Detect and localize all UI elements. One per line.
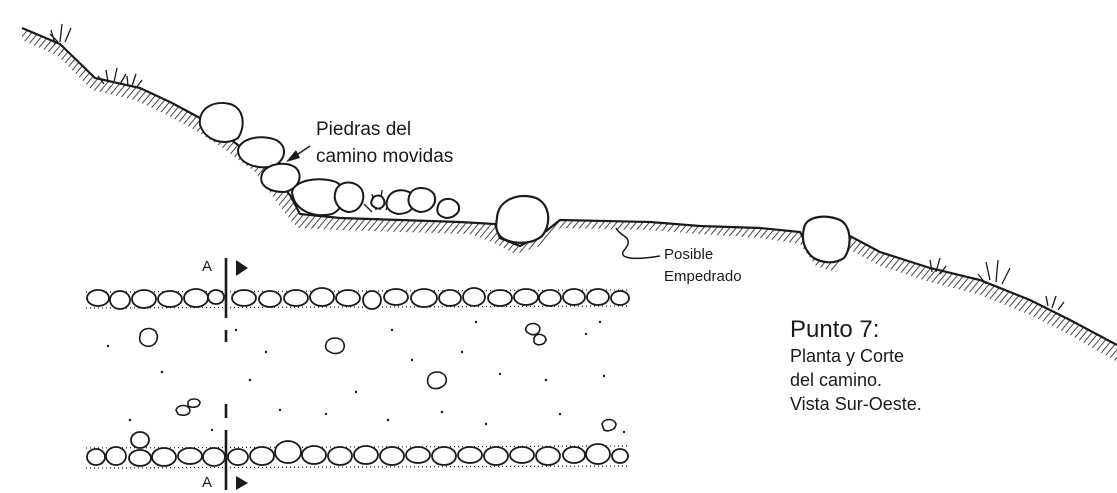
- road-plan-view: [85, 258, 630, 490]
- large-stone: [801, 215, 851, 264]
- stone: [260, 162, 301, 194]
- stones-label-line1: Piedras del: [316, 119, 412, 140]
- stones-label-line2: camino movidas: [316, 146, 454, 167]
- punto-caption: Punto 7: Planta y Corte del camino. Vist…: [790, 316, 922, 416]
- pavement-label-line2: Empedrado: [664, 268, 742, 285]
- large-stone: [495, 194, 550, 244]
- pavement-leader-line: [615, 227, 661, 260]
- top-stone-row: [86, 287, 630, 310]
- road-surface-dots: [106, 320, 626, 434]
- section-label-bottom: A: [202, 474, 213, 491]
- stone: [236, 136, 285, 169]
- ground-hatching: [22, 28, 1117, 362]
- pavement-label: Posible Empedrado: [664, 244, 742, 288]
- road-surface-stones: [138, 322, 617, 432]
- embedded-stones: [495, 194, 851, 264]
- stone: [198, 102, 244, 143]
- pavement-label-line1: Posible: [664, 246, 714, 263]
- stone: [436, 198, 460, 220]
- grass-tufts: [49, 23, 1065, 311]
- punto-line1: Planta y Corte: [790, 346, 905, 366]
- section-arrow-bottom: [236, 476, 248, 490]
- terrain-profile: [21, 26, 1117, 362]
- stones-pointer-arrow: [286, 145, 311, 162]
- section-arrow-top: [236, 260, 248, 276]
- punto-title: Punto 7:: [790, 316, 880, 343]
- punto-line3: Vista Sur-Oeste.: [790, 394, 922, 414]
- displaced-stones: [198, 102, 460, 220]
- stone: [407, 187, 436, 214]
- punto-line2: del camino.: [790, 370, 883, 390]
- bottom-stone-row: [86, 431, 629, 467]
- section-label-top: A: [202, 258, 213, 275]
- stone: [370, 194, 386, 210]
- stones-label: Piedras del camino movidas: [316, 116, 453, 170]
- stone: [333, 181, 365, 214]
